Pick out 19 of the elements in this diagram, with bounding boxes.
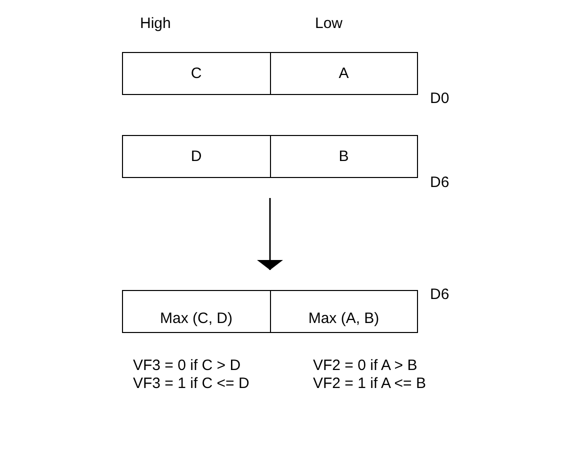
column-heading: High (140, 15, 171, 32)
register-half: D (123, 136, 270, 177)
arrow (257, 198, 283, 270)
register-name: D6 (430, 174, 450, 191)
register-name: D0 (430, 90, 450, 107)
register-half: Max (A, B) (270, 291, 417, 332)
condition-note: VF3 = 0 if C > D (133, 357, 241, 374)
register-half: B (270, 136, 417, 177)
register-box (122, 135, 418, 178)
column-heading: Low (315, 15, 343, 32)
register-box (122, 290, 418, 333)
condition-note: VF3 = 1 if C <= D (133, 375, 250, 392)
condition-note: VF2 = 0 if A > B (313, 357, 418, 374)
register-half: Max (C, D) (123, 291, 270, 332)
register-half: C (123, 53, 270, 94)
register-name: D6 (430, 286, 450, 303)
register-box (122, 52, 418, 95)
register-half: A (270, 53, 417, 94)
condition-note: VF2 = 1 if A <= B (313, 375, 426, 392)
